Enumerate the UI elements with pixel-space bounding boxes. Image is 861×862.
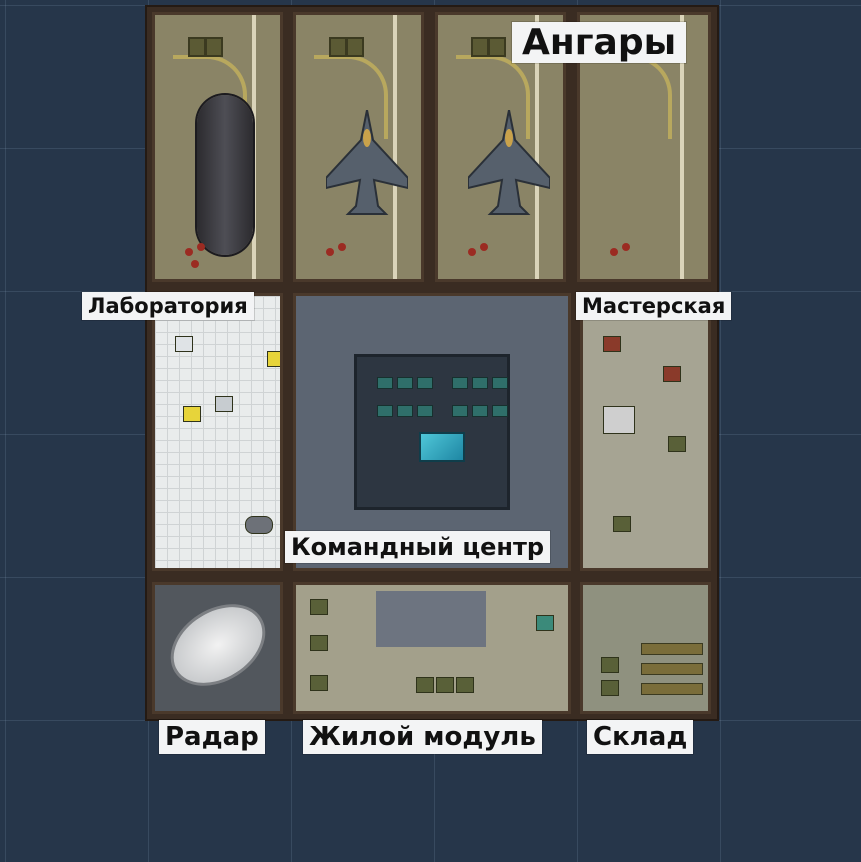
holo-map-icon [419,432,465,462]
fighter-jet-icon [468,110,550,215]
command-center-room[interactable] [293,293,571,571]
hangar-1[interactable] [152,12,283,282]
storage-label: Склад [587,720,694,754]
laboratory-room[interactable] [152,293,283,571]
radar-room[interactable] [152,582,283,714]
radar-dish-icon [155,587,280,703]
hangar-2[interactable] [293,12,424,282]
airship-icon [197,95,253,255]
workshop-room[interactable] [580,293,711,571]
living-module-room[interactable] [293,582,571,714]
laboratory-label: Лаборатория [82,292,254,320]
fighter-jet-icon [326,110,408,215]
command-center-label: Командный центр [285,531,551,563]
radar-label: Радар [159,720,265,754]
workshop-label: Мастерская [576,292,732,320]
storage-room[interactable] [580,582,711,714]
living-module-label: Жилой модуль [303,720,542,754]
base-layout [145,5,719,721]
hangars-title: Ангары [512,22,687,63]
